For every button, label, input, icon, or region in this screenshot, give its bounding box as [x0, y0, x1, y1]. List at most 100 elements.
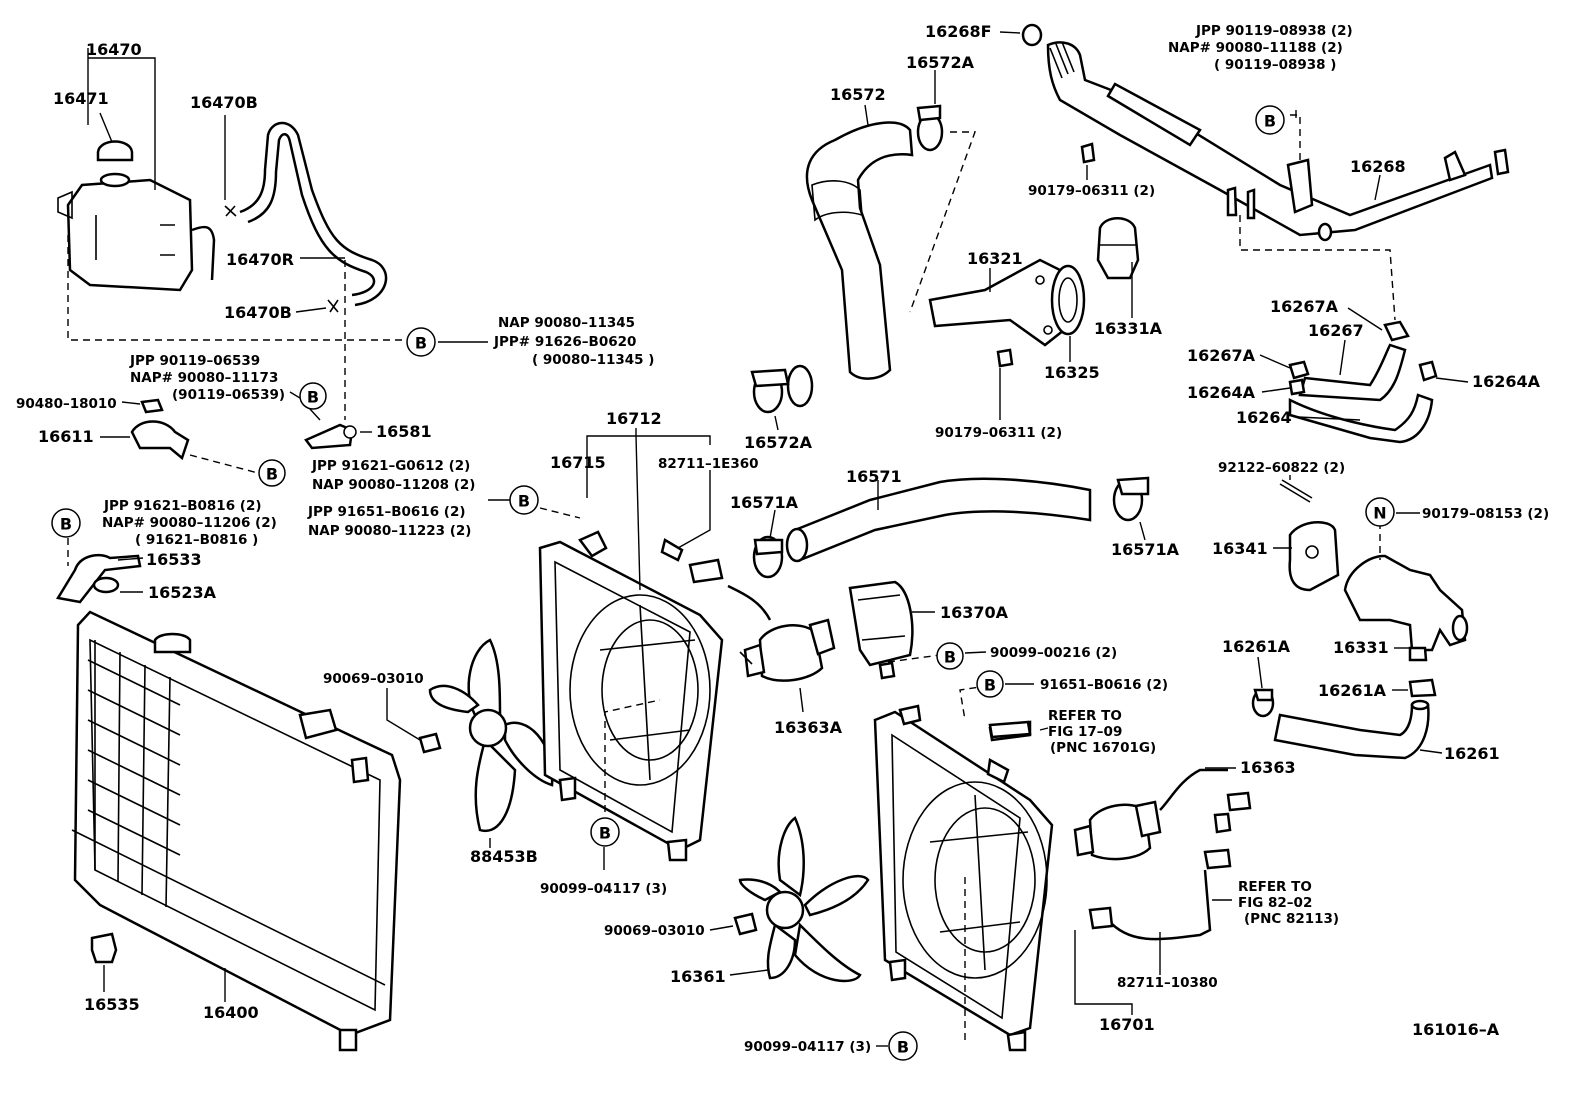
fan-shroud-16712 — [538, 530, 724, 862]
o-ring-16268F — [1021, 23, 1043, 47]
label-16361: 16361 — [670, 967, 726, 986]
lower-hose-16571 — [785, 477, 1092, 563]
marker-b-3: B — [258, 459, 286, 487]
label-16572: 16572 — [830, 85, 886, 104]
note-nap-jpp-a: NAP 90080–11345 JPP# 91626–B0620 ( 90080… — [493, 315, 654, 368]
label-16331A: 16331A — [1094, 319, 1163, 338]
fan-88453B — [428, 638, 554, 833]
svg-text:B: B — [415, 334, 427, 353]
svg-text:FIG 17–09: FIG 17–09 — [1048, 724, 1122, 740]
label-16571A-b: 16571A — [1111, 540, 1180, 559]
marker-b-4: B — [51, 508, 81, 538]
label-16470B-top: 16470B — [190, 93, 258, 112]
nut-90069-b — [733, 912, 758, 936]
water-pipe-16268 — [1046, 41, 1510, 242]
label-16572A-top: 16572A — [906, 53, 975, 72]
marker-b-9: B — [590, 817, 620, 847]
label-90099-04117-a: 90099–04117 (3) — [540, 881, 667, 897]
label-16261: 16261 — [1444, 744, 1500, 763]
clamp-16571A-a — [752, 535, 784, 579]
gasket-16341 — [1288, 521, 1340, 592]
note-top-right: JPP 90119–08938 (2) NAP# 90080–11188 (2)… — [1168, 23, 1353, 73]
label-16268F: 16268F — [925, 22, 992, 41]
note-refer-a: REFER TO FIG 17–09 (PNC 16701G) — [1048, 708, 1156, 756]
label-90069-a: 90069–03010 — [323, 671, 424, 687]
svg-text:JPP 91621–G0612 (2): JPP 91621–G0612 (2) — [311, 458, 470, 474]
svg-text:JPP 90119–06539: JPP 90119–06539 — [129, 353, 260, 369]
label-92122-60822: 92122–60822 (2) — [1218, 460, 1345, 476]
note-refer-b: REFER TO FIG 82–02 (PNC 82113) — [1238, 879, 1339, 927]
svg-text:(PNC 16701G): (PNC 16701G) — [1050, 740, 1156, 756]
marker-b-5: B — [509, 485, 539, 515]
label-16572A-bot: 16572A — [744, 433, 813, 452]
clamp-16572A-top — [916, 104, 944, 152]
label-91651-B0616: 91651–B0616 (2) — [1040, 677, 1168, 693]
water-inlet-16331 — [1343, 554, 1469, 662]
clamp-16261A-a — [1251, 688, 1275, 718]
label-90179-08153: 90179–08153 (2) — [1422, 506, 1549, 522]
svg-text:B: B — [1264, 112, 1276, 131]
label-90099-00216: 90099–00216 (2) — [990, 645, 1117, 661]
label-16363: 16363 — [1240, 758, 1296, 777]
clamp-16572A-bot — [750, 368, 790, 414]
fan-shroud-16701 — [873, 704, 1054, 1052]
svg-text:NAP 90080–11208 (2): NAP 90080–11208 (2) — [312, 477, 475, 493]
label-90480: 90480–18010 — [16, 396, 117, 412]
label-16267A-a: 16267A — [1270, 297, 1339, 316]
marker-n: N — [1365, 497, 1395, 527]
diagram-id: 161016–A — [1412, 1020, 1500, 1039]
thermostat-16331A — [1096, 217, 1140, 280]
bolt-90179-b — [996, 348, 1014, 368]
label-88453B: 88453B — [470, 847, 538, 866]
fan-shroud-clip-16370A — [848, 580, 914, 680]
fan-motor-16363A — [688, 558, 836, 682]
label-16264A-b: 16264A — [1472, 372, 1541, 391]
label-16470: 16470 — [86, 40, 142, 59]
label-16571: 16571 — [846, 467, 902, 486]
label-90179-06311-b: 90179–06311 (2) — [935, 425, 1062, 441]
label-16267: 16267 — [1308, 321, 1364, 340]
reservoir-tank — [57, 172, 216, 292]
marker-b-8: B — [976, 670, 1004, 698]
label-16268: 16268 — [1350, 157, 1406, 176]
label-16363A: 16363A — [774, 718, 843, 737]
fan-motor-16363 — [1073, 768, 1252, 941]
marker-b-10: B — [888, 1031, 918, 1061]
svg-text:NAP# 90080–11173: NAP# 90080–11173 — [130, 370, 278, 386]
label-16471: 16471 — [53, 89, 109, 108]
upper-hose-16572 — [786, 121, 914, 408]
svg-text:B: B — [266, 465, 278, 484]
nut-90069-a — [418, 732, 442, 754]
marker-b-1: B — [406, 327, 436, 357]
note-jpp-nap-c: JPP 91621–G0612 (2) NAP 90080–11208 (2) — [311, 458, 475, 493]
svg-text:JPP 90119–08938 (2): JPP 90119–08938 (2) — [1195, 23, 1353, 39]
drain-plug-16535 — [90, 932, 118, 964]
bracket-16533 — [55, 553, 142, 604]
label-16611: 16611 — [38, 427, 94, 446]
svg-text:JPP 91621–B0816 (2): JPP 91621–B0816 (2) — [103, 498, 262, 514]
label-16321: 16321 — [967, 249, 1023, 268]
svg-text:B: B — [60, 515, 72, 534]
label-16341: 16341 — [1212, 539, 1268, 558]
bracket-16611 — [130, 420, 190, 461]
fan-16361 — [738, 816, 870, 983]
label-16470R: 16470R — [226, 250, 294, 269]
svg-text:(90119–06539): (90119–06539) — [172, 387, 285, 403]
reservoir-hose — [239, 121, 388, 307]
svg-text:NAP 90080–11345: NAP 90080–11345 — [498, 315, 635, 331]
label-16523A: 16523A — [148, 583, 217, 602]
svg-text:JPP 91651–B0616 (2): JPP 91651–B0616 (2) — [307, 504, 466, 520]
label-16701: 16701 — [1099, 1015, 1155, 1034]
clamp-16571A-b — [1112, 476, 1150, 522]
svg-text:B: B — [307, 388, 319, 407]
label-16261A-b: 16261A — [1318, 681, 1387, 700]
bolt-90179-a — [1080, 142, 1096, 164]
svg-text:B: B — [897, 1038, 909, 1057]
svg-text:REFER TO: REFER TO — [1238, 879, 1312, 895]
stud-92122 — [1279, 479, 1313, 503]
hose-16261 — [1273, 699, 1430, 760]
svg-text:B: B — [984, 676, 996, 695]
label-16581: 16581 — [376, 422, 432, 441]
water-outlet-16321 — [928, 258, 1066, 347]
